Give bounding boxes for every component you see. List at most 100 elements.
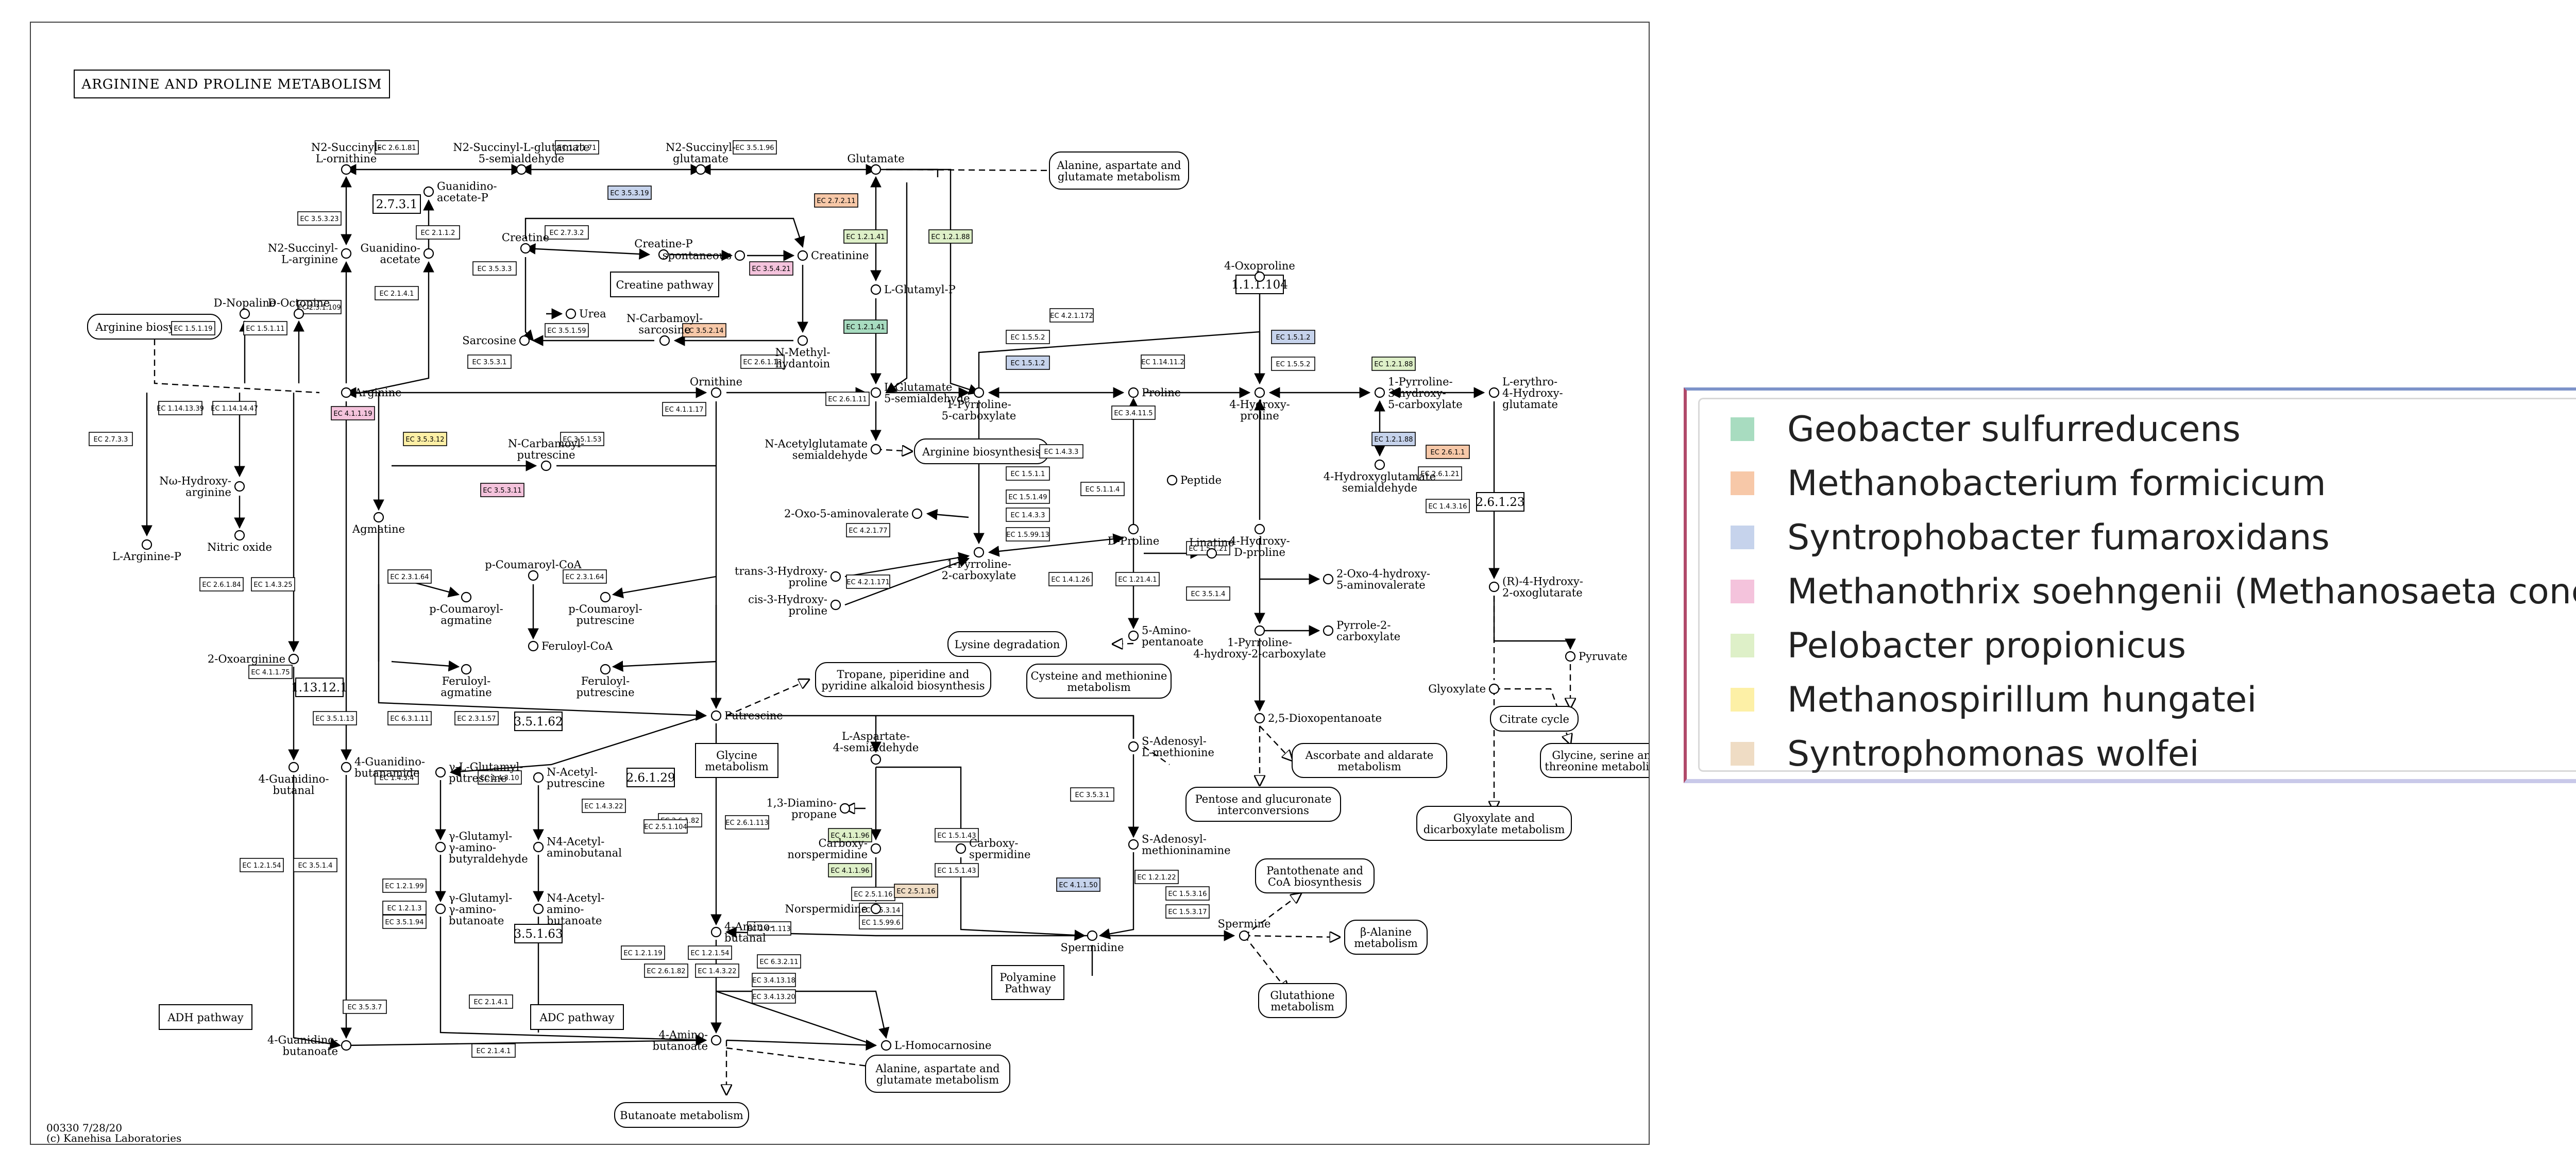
compound-peptide[interactable]: Peptide (1166, 474, 1222, 486)
enzyme-box[interactable]: EC 2.5.1.16 (894, 884, 938, 898)
compound-n_carb_put[interactable]: N-Carbamoyl-putrescine (508, 437, 584, 471)
enzyme-box[interactable]: EC 2.7.3.3 (89, 432, 133, 446)
enzyme-box[interactable]: EC 6.3.2.11 (757, 954, 801, 969)
pathway-link-creatine_pathway[interactable]: Creatine pathway (610, 272, 719, 297)
enzyme-box[interactable]: EC 2.3.1.109 (297, 300, 342, 314)
enzyme-number-box[interactable]: 3.5.1.63 (514, 924, 563, 943)
pathway-link-adc_pathway[interactable]: ADC pathway (530, 1004, 624, 1030)
enzyme-box[interactable]: EC 1.5.1.43 (935, 828, 979, 842)
enzyme-box[interactable]: EC 3.4.13.18 (752, 973, 796, 987)
enzyme-box[interactable]: EC 2.7.3.2 (545, 225, 589, 240)
enzyme-box[interactable]: EC 1.5.99.13 (1006, 527, 1050, 542)
enzyme-box[interactable]: EC 3.5.3.1 (1070, 787, 1114, 802)
enzyme-box[interactable]: EC 2.6.1.81 (375, 140, 419, 155)
enzyme-box[interactable]: EC 4.1.1.75 (248, 665, 293, 679)
compound-l_erythro[interactable]: L-erythro-4-Hydroxy-glutamate (1488, 376, 1563, 411)
compound-d_nopaline[interactable]: D-Nopaline (214, 297, 276, 319)
enzyme-box[interactable]: EC 1.4.3.4 (375, 770, 419, 785)
compound-oxoarginine[interactable]: 2-Oxoarginine (208, 653, 299, 665)
enzyme-box[interactable]: EC 3.5.2.14 (682, 323, 726, 337)
enzyme-box[interactable]: EC 1.4.3.16 (1426, 499, 1470, 513)
enzyme-box[interactable]: EC 1.5.3.17 (1165, 904, 1210, 919)
compound-pyrroline4oh2c[interactable]: 1-Pyrroline-4-hydroxy-2-carboxylate (1193, 625, 1326, 660)
enzyme-box[interactable]: EC 3.4.11.5 (1111, 405, 1156, 420)
compound-dioxopentanoate[interactable]: 2,5-Dioxopentanoate (1254, 712, 1382, 724)
enzyme-box[interactable]: EC 4.1.1.96 (828, 863, 872, 877)
enzyme-box[interactable]: EC 1.5.3.16 (1165, 886, 1210, 901)
enzyme-box[interactable]: EC 1.5.1.49 (1006, 489, 1050, 504)
compound-putrescine[interactable]: Putrescine (710, 709, 783, 722)
enzyme-box[interactable]: EC 1.2.1.88 (1371, 432, 1416, 446)
enzyme-box[interactable]: EC 4.2.1.77 (846, 523, 890, 537)
compound-glu_putrescine[interactable]: γ-L-Glutamyl-putrescine (435, 761, 523, 785)
enzyme-box[interactable]: EC 4.2.1.171 (846, 574, 890, 589)
compound-p_coum_put[interactable]: p-Coumaroyl-putrescine (568, 591, 642, 627)
compound-spontaneous[interactable]: spontaneous (663, 249, 745, 262)
enzyme-box[interactable]: EC 2.6.1.82 (644, 963, 688, 978)
enzyme-box[interactable]: EC 3.5.3.12 (403, 432, 447, 446)
enzyme-box[interactable]: EC 1.5.1.2 (1006, 356, 1050, 370)
compound-guan_butanoate[interactable]: 4-Guanidino-butanoate (267, 1034, 352, 1058)
compound-carboxyspermidine[interactable]: Carboxy-spermidine (955, 837, 1030, 861)
compound-oxoproline[interactable]: 4-Oxoproline (1224, 260, 1295, 282)
enzyme-box[interactable]: EC 1.4.3.25 (251, 577, 295, 591)
enzyme-box[interactable]: EC 1.2.1.99 (382, 878, 427, 893)
compound-linatine[interactable]: Linatine (1189, 536, 1234, 559)
pathway-link-butanoate[interactable]: Butanoate metabolism (614, 1102, 749, 1128)
compound-d_octopine[interactable]: D-Octopine (268, 297, 330, 319)
enzyme-box[interactable]: EC 2.5.1.104 (643, 819, 688, 834)
enzyme-box[interactable]: EC 1.14.11.2 (1141, 354, 1185, 369)
compound-glu_aminobutanoate[interactable]: γ-Glutamyl-γ-amino-butanoate (435, 892, 512, 927)
enzyme-box[interactable]: EC 1.4.3.22 (582, 799, 626, 813)
enzyme-box[interactable]: EC 3.5.1.4 (293, 858, 337, 872)
enzyme-box[interactable]: EC 1.2.1.88 (928, 229, 973, 244)
enzyme-box[interactable]: EC 1.21.4.1 (1115, 572, 1160, 586)
compound-arginine[interactable]: Arginine (341, 386, 402, 399)
enzyme-box[interactable]: EC 1.4.3.3 (1006, 508, 1050, 522)
enzyme-box[interactable]: EC 3.5.1.94 (382, 915, 427, 929)
enzyme-box[interactable]: EC 1.4.1.26 (1048, 572, 1093, 586)
enzyme-box[interactable]: EC 2.6.1.1 (1426, 445, 1470, 459)
compound-homocarnosine[interactable]: L-Homocarnosine (880, 1039, 992, 1052)
enzyme-number-box[interactable]: 3.5.1.62 (514, 712, 563, 731)
enzyme-box[interactable]: EC 3.5.4.21 (749, 261, 793, 276)
enzyme-box[interactable]: EC 1.5.1.43 (935, 863, 979, 877)
enzyme-box[interactable]: EC 2.1.1.2 (416, 225, 460, 240)
compound-nitric_oxide[interactable]: Nitric oxide (207, 530, 272, 553)
enzyme-box[interactable]: EC 4.2.1.172 (1049, 308, 1094, 323)
compound-ornithine[interactable]: Ornithine (690, 376, 742, 398)
enzyme-box[interactable]: EC 3.5.3.7 (343, 1000, 387, 1014)
compound-n_acetylput[interactable]: N-Acetyl-putrescine (533, 766, 605, 790)
compound-pyrrole2c[interactable]: Pyrrole-2-carboxylate (1323, 619, 1400, 643)
compound-p_coumaroyl_coa[interactable]: p-Coumaroyl-CoA (485, 559, 582, 581)
enzyme-number-box[interactable]: 2.6.1.29 (626, 768, 675, 787)
enzyme-number-box[interactable]: 1.13.12.1 (291, 678, 348, 697)
compound-pyrroline3oh5c[interactable]: 1-Pyrroline-3-hydroxy-5-carboxylate (1374, 376, 1463, 411)
enzyme-box[interactable]: EC 1.2.1.71 (555, 140, 599, 155)
compound-proline[interactable]: Proline (1128, 386, 1181, 399)
pathway-link-lysine_deg[interactable]: Lysine degradation (947, 631, 1067, 657)
enzyme-box[interactable]: EC 4.1.1.96 (828, 828, 872, 842)
enzyme-box[interactable]: EC 1.4.3.3 (1039, 444, 1083, 459)
enzyme-box[interactable]: EC 1.5.1.1 (1006, 466, 1050, 481)
enzyme-box[interactable]: EC 2.3.1.64 (563, 569, 607, 584)
enzyme-box[interactable]: EC 2.6.1.113 (747, 921, 791, 936)
enzyme-box[interactable]: EC 2.5.1.16 (851, 887, 895, 901)
compound-guan_acetP[interactable]: Guanidino-acetate-P (423, 180, 497, 204)
compound-hydroxy_d_pro[interactable]: 4-Hydroxy-D-proline (1229, 523, 1290, 559)
enzyme-box[interactable]: EC 1.14.14.47 (211, 401, 258, 415)
compound-s_adenosyl_met[interactable]: S-Adenosyl-L-methionine (1128, 735, 1214, 759)
compound-n2succ_orn[interactable]: N2-Succinyl-L-ornithine (311, 141, 381, 175)
compound-s_adenosyl_mta[interactable]: S-Adenosyl-methioninamine (1128, 833, 1231, 857)
compound-fer_put[interactable]: Feruloyl-putrescine (576, 664, 635, 699)
compound-trans3hp[interactable]: trans-3-Hydroxy-proline (735, 565, 841, 589)
compound-oxo4hp[interactable]: 2-Oxo-4-hydroxy-5-aminovalerate (1323, 568, 1430, 591)
